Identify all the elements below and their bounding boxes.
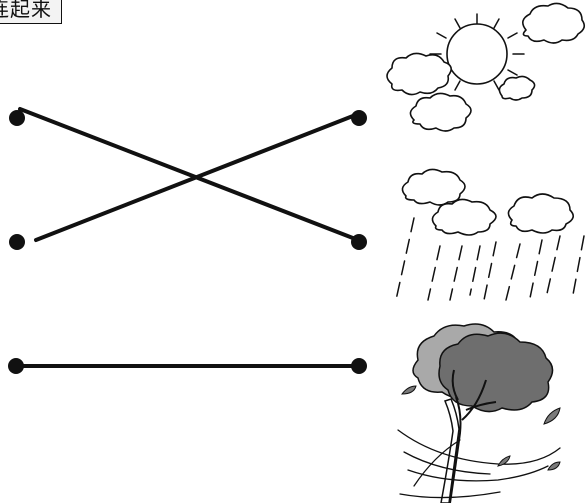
connection-line-1[interactable] <box>18 107 360 242</box>
right-dot-1[interactable] <box>351 110 367 126</box>
left-dot-1[interactable] <box>9 110 25 126</box>
sunny-icon[interactable] <box>386 2 586 132</box>
left-dot-3[interactable] <box>8 358 24 374</box>
left-dots <box>8 110 25 374</box>
title-label: 连起来 <box>0 0 62 24</box>
right-dot-2[interactable] <box>351 234 367 250</box>
windy-icon[interactable] <box>397 323 561 503</box>
connection-lines <box>16 107 360 368</box>
left-dot-2[interactable] <box>9 234 25 250</box>
right-dots <box>351 110 367 374</box>
right-dot-3[interactable] <box>351 358 367 374</box>
connection-line-2[interactable] <box>34 112 360 242</box>
rainy-icon[interactable] <box>395 168 585 301</box>
